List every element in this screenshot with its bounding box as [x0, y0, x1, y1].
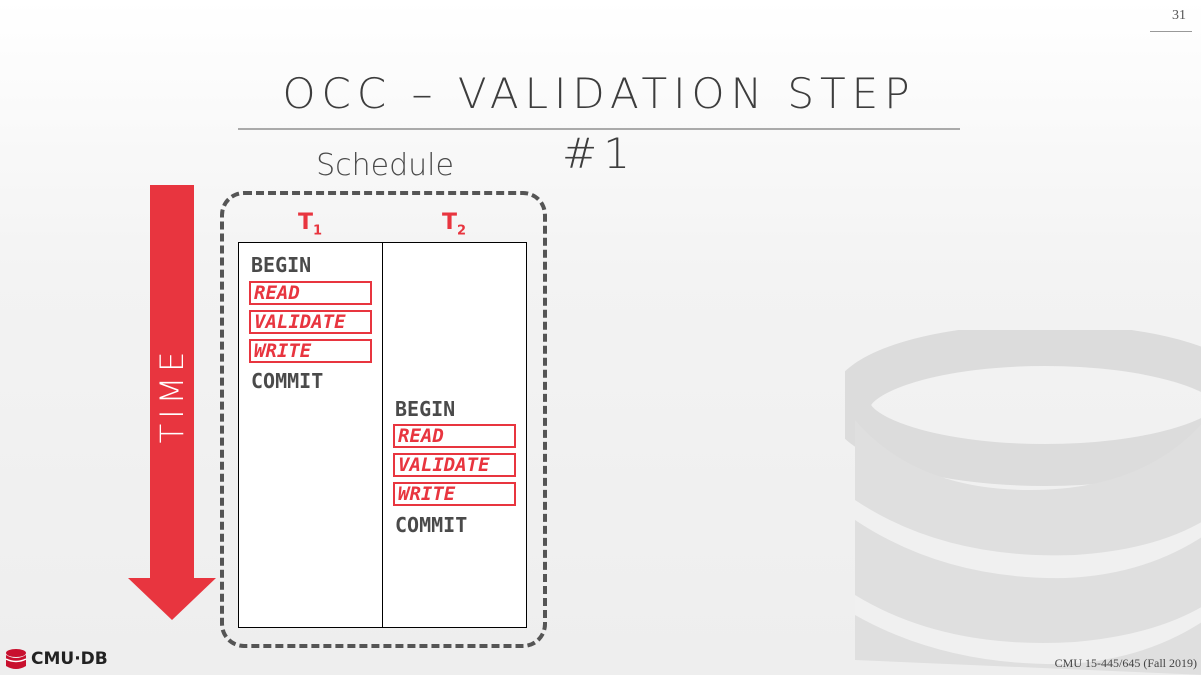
- slide-title: OCC – VALIDATION STEP #1: [238, 64, 960, 178]
- column-divider: [382, 242, 383, 628]
- t1-validate-op: VALIDATE: [249, 310, 372, 334]
- t1-begin: BEGIN: [251, 253, 312, 277]
- t2-read-op: READ: [393, 424, 516, 448]
- t1-read-op: READ: [249, 281, 372, 305]
- t2-validate-op: VALIDATE: [393, 453, 516, 477]
- schedule-frame: [220, 191, 547, 648]
- database-watermark-icon: [845, 330, 1201, 675]
- course-footer: CMU 15-445/645 (Fall 2019): [1054, 656, 1197, 670]
- txn-header-t2: T2: [442, 210, 467, 239]
- database-logo-icon: [5, 649, 27, 669]
- t2-begin: BEGIN: [395, 397, 456, 421]
- t1-write-op: WRITE: [249, 339, 372, 363]
- t2-commit: COMMIT: [395, 513, 468, 537]
- down-arrow-icon: [128, 185, 216, 620]
- t1-commit: COMMIT: [251, 369, 324, 393]
- logo-text: CMU·DB: [31, 649, 108, 669]
- schedule-label: Schedule: [316, 148, 454, 183]
- txn-header-t1: T1: [298, 210, 323, 239]
- cmu-db-logo: CMU·DB: [4, 648, 108, 670]
- slide-number: 31: [1150, 8, 1192, 32]
- time-label: TIME: [153, 346, 191, 444]
- t2-write-op: WRITE: [393, 482, 516, 506]
